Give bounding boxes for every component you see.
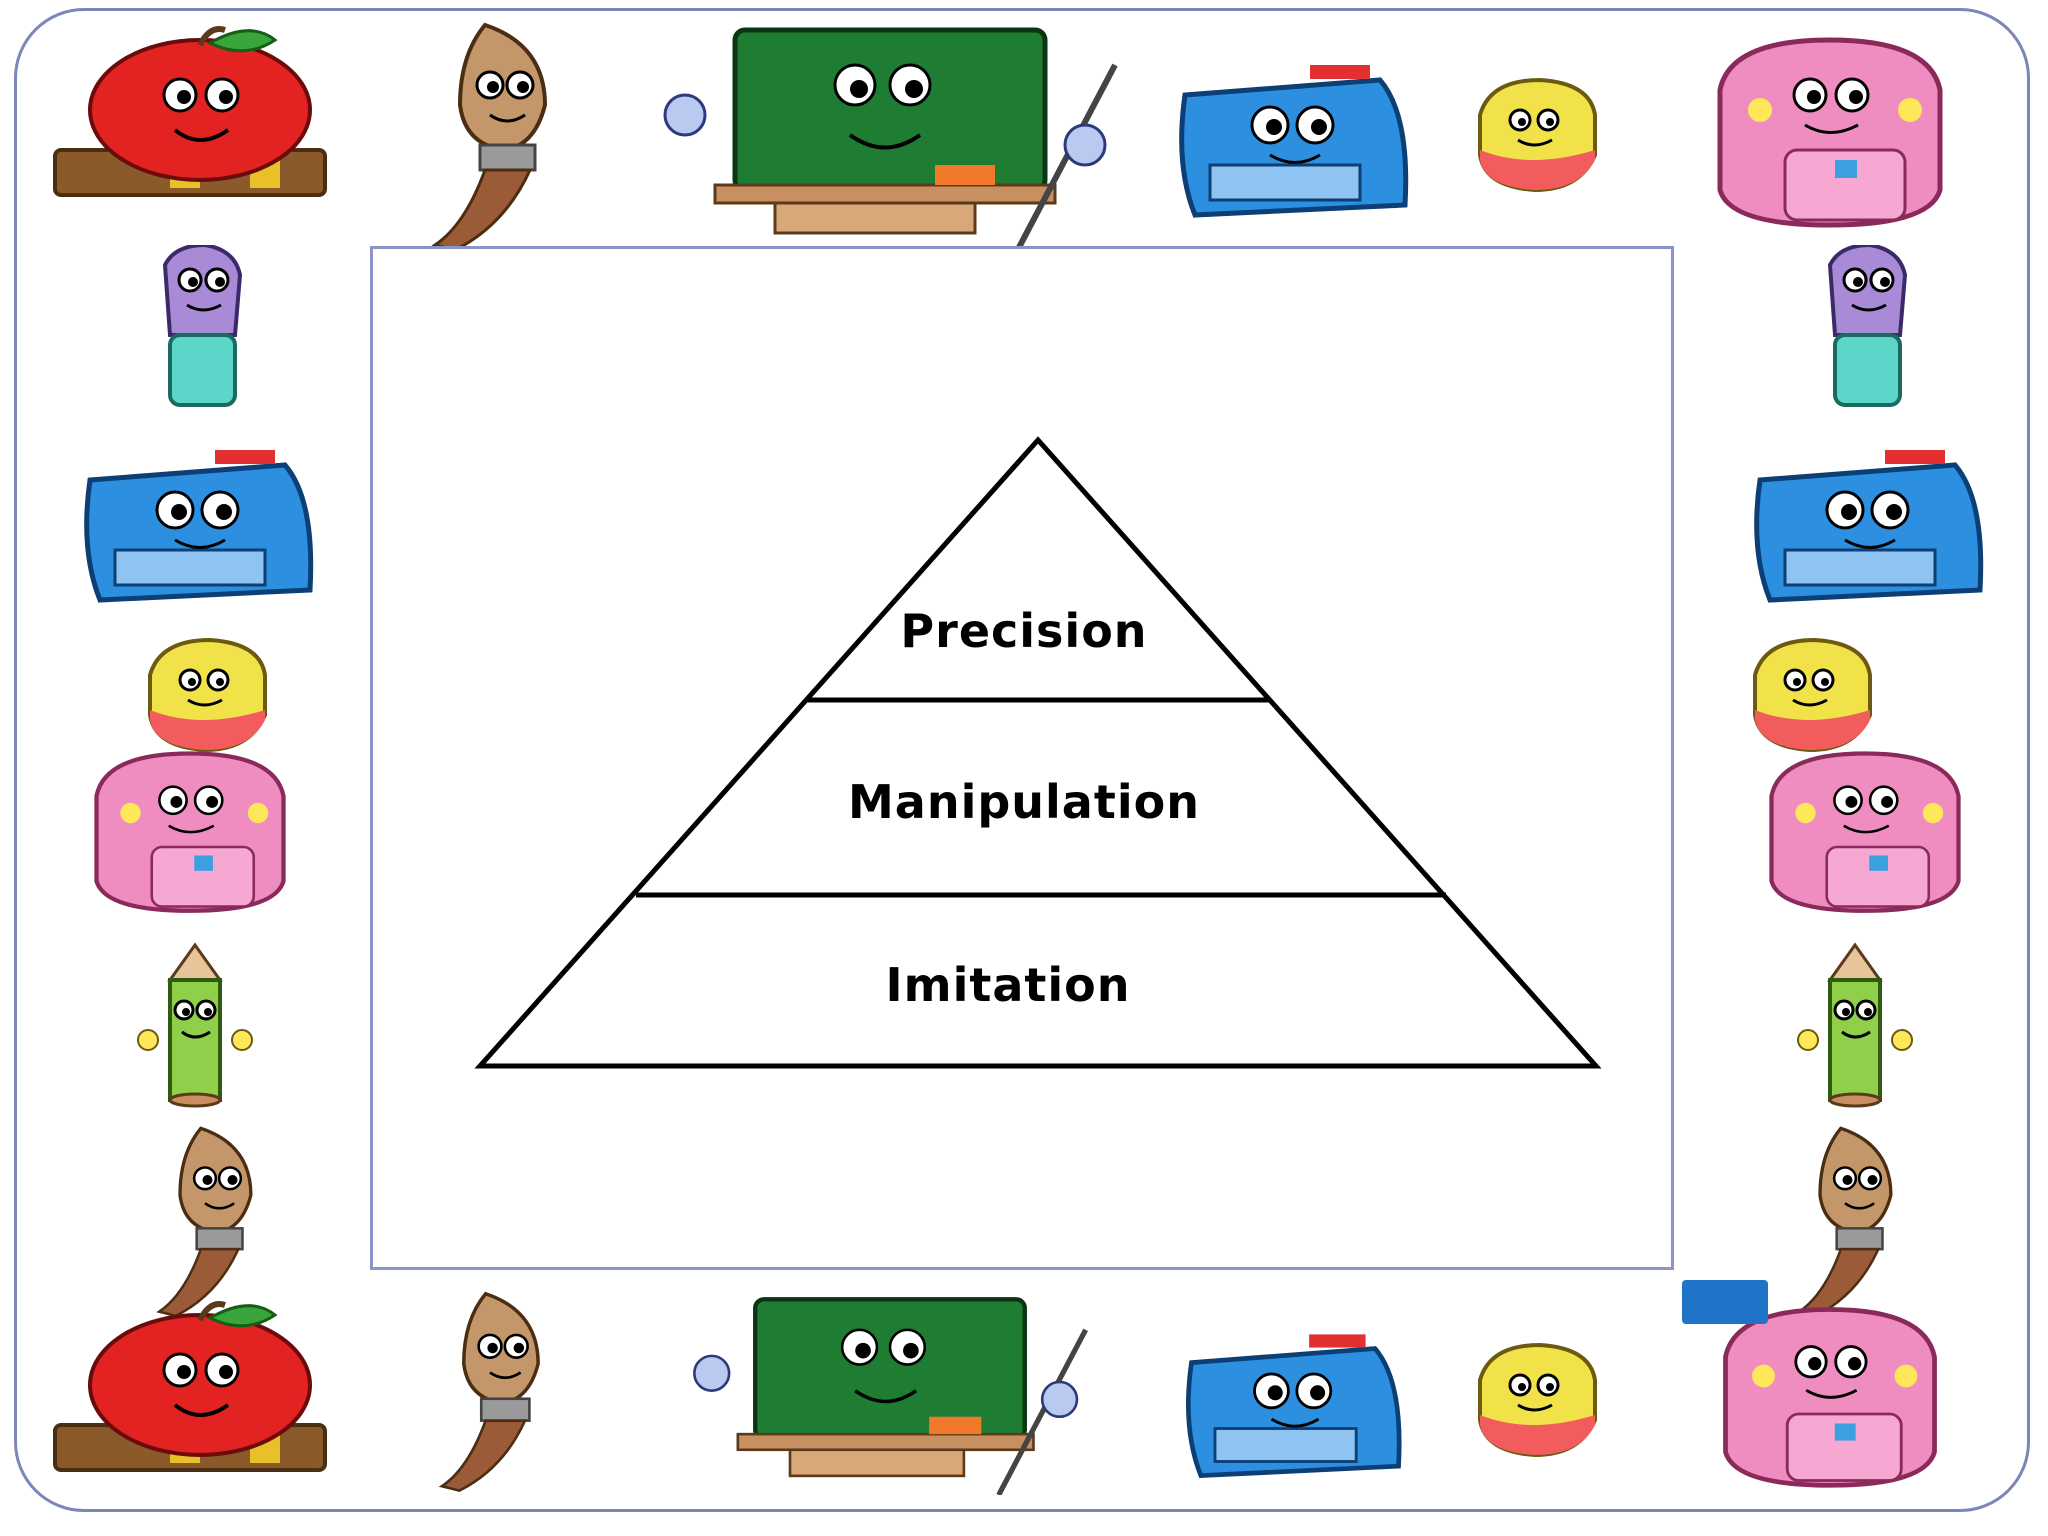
pyramid-level-imitation: Imitation <box>0 958 2032 1012</box>
pyramid-level-precision: Precision <box>0 604 2048 658</box>
pyramid-level-manipulation: Manipulation <box>0 775 2048 829</box>
